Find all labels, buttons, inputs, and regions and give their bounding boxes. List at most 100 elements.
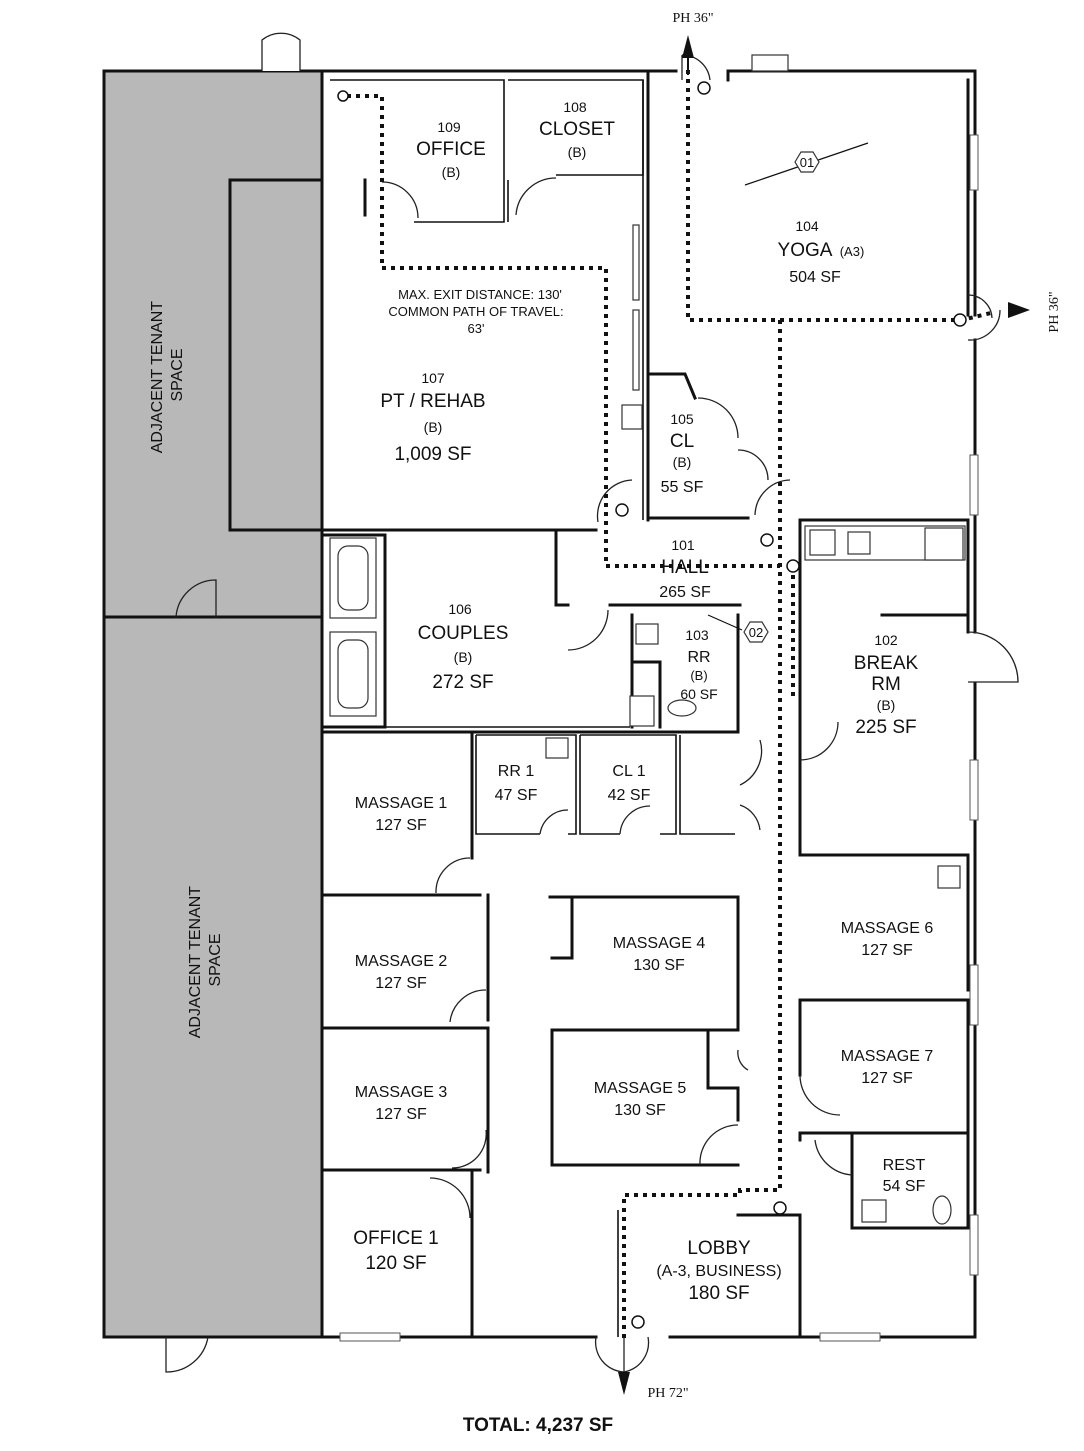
room-name: RR 1 — [498, 763, 535, 780]
room-name: MASSAGE 3 — [355, 1084, 448, 1101]
room-number: 101 — [671, 537, 695, 553]
room-name: MASSAGE 4 — [613, 935, 706, 952]
room-occupancy: (B) — [424, 419, 443, 435]
exit-right-label: PH 36" — [1047, 291, 1062, 332]
room-name: MASSAGE 5 — [594, 1080, 687, 1097]
room-name: LOBBY — [687, 1238, 751, 1259]
room-occupancy: (B) — [454, 649, 473, 665]
room-area: 265 SF — [659, 584, 711, 601]
room-number: 108 — [563, 99, 587, 115]
room-rest: REST 54 SF — [883, 1157, 926, 1195]
room-massage-6: MASSAGE 6 127 SF — [841, 920, 934, 959]
room-break-102: 102 BREAK RM (B) 225 SF — [854, 632, 919, 738]
room-massage-3: MASSAGE 3 127 SF — [355, 1084, 448, 1123]
interior-walls — [228, 69, 970, 1339]
room-number: 105 — [670, 411, 694, 427]
room-occupancy: (B) — [877, 697, 896, 713]
room-area: 54 SF — [883, 1178, 926, 1195]
room-area: 504 SF — [789, 269, 841, 286]
svg-text:ADJACENT TENANT SPACE: ADJACENT TENANT SPACE — [149, 297, 186, 453]
adjacent-doors — [165, 32, 301, 1373]
room-area: 127 SF — [375, 1106, 427, 1123]
room-area: 225 SF — [855, 717, 916, 738]
room-name-line1: BREAK — [854, 653, 919, 674]
exit-top-label: PH 36" — [672, 11, 713, 26]
room-name: CL 1 — [612, 763, 645, 780]
room-name: HALL — [661, 557, 709, 578]
room-number: 109 — [437, 119, 461, 135]
room-hall-101: 101 HALL 265 SF — [659, 537, 711, 601]
adjacent-top-line1: ADJACENT TENANT — [149, 301, 166, 454]
room-name: RR — [687, 649, 710, 666]
fixtures — [329, 224, 966, 1225]
room-name: MASSAGE 7 — [841, 1048, 934, 1065]
room-massage-7: MASSAGE 7 127 SF — [841, 1048, 934, 1087]
room-name-line2: RM — [871, 674, 901, 695]
room-area: 180 SF — [688, 1283, 749, 1304]
room-area: 272 SF — [432, 672, 493, 693]
room-cl-1: CL 1 42 SF — [608, 763, 651, 804]
adjacent-tenant-space-bottom: ADJACENT TENANT SPACE — [102, 615, 324, 1339]
room-cl-105: 105 CL (B) 55 SF — [661, 411, 704, 496]
doors — [381, 54, 1019, 1373]
room-name: REST — [883, 1157, 926, 1174]
exit-bottom-label: PH 72" — [647, 1386, 688, 1401]
room-occupancy: (B) — [673, 454, 692, 470]
room-occupancy: (A-3, BUSINESS) — [656, 1263, 781, 1280]
room-area: 130 SF — [633, 957, 685, 974]
exit-note-line3: 63' — [468, 321, 485, 336]
room-pt-rehab-107: 107 PT / REHAB (B) 1,009 SF — [380, 370, 485, 465]
exterior-walls — [320, 54, 979, 1342]
exit-note-line1: MAX. EXIT DISTANCE: 130' — [398, 287, 562, 302]
room-number: 107 — [421, 370, 445, 386]
room-name: MASSAGE 2 — [355, 953, 448, 970]
room-occupancy: (B) — [690, 668, 707, 683]
room-name: OFFICE — [416, 139, 486, 160]
room-rr-103: 103 RR (B) 60 SF — [680, 627, 717, 702]
room-occupancy: (A3) — [840, 244, 865, 259]
room-occupancy: (B) — [568, 144, 587, 160]
adjacent-bottom-line1: ADJACENT TENANT — [187, 886, 204, 1039]
exit-note-line2: COMMON PATH OF TRAVEL: — [388, 304, 563, 319]
elevation-tag-02: 02 — [707, 614, 769, 643]
adjacent-bottom-line2: SPACE — [207, 933, 224, 986]
room-number: 106 — [448, 601, 472, 617]
room-name: YOGA — [778, 240, 833, 261]
tag-02-label: 02 — [749, 625, 763, 640]
room-name: CL — [670, 431, 694, 452]
elevation-tag-01: 01 — [744, 142, 869, 186]
room-area: 127 SF — [861, 1070, 913, 1087]
room-area: 60 SF — [680, 686, 717, 702]
room-area: 1,009 SF — [394, 444, 471, 465]
egress-path — [337, 35, 1030, 1395]
room-occupancy: (B) — [442, 164, 461, 180]
adjacent-top-line2: SPACE — [169, 348, 186, 401]
tag-01-label: 01 — [800, 155, 814, 170]
room-yoga-104: 104 YOGA (A3) 504 SF — [778, 218, 865, 286]
svg-text:ADJACENT TENANT SPACE: ADJACENT TENANT SPACE — [187, 882, 224, 1038]
room-massage-5: MASSAGE 5 130 SF — [594, 1080, 687, 1119]
room-name: MASSAGE 6 — [841, 920, 934, 937]
room-couples-106: 106 COUPLES (B) 272 SF — [418, 601, 509, 693]
room-massage-4: MASSAGE 4 130 SF — [613, 935, 706, 974]
room-name: MASSAGE 1 — [355, 795, 448, 812]
room-area: 127 SF — [861, 942, 913, 959]
room-office-109: 109 OFFICE (B) — [416, 119, 486, 180]
room-name: CLOSET — [539, 119, 615, 140]
room-lobby: LOBBY (A-3, BUSINESS) 180 SF — [656, 1238, 781, 1304]
room-massage-1: MASSAGE 1 127 SF — [355, 795, 448, 834]
room-area: 42 SF — [608, 787, 651, 804]
room-massage-2: MASSAGE 2 127 SF — [355, 953, 448, 992]
room-name: PT / REHAB — [380, 391, 485, 412]
room-area: 130 SF — [614, 1102, 666, 1119]
room-area: 127 SF — [375, 817, 427, 834]
total-area: TOTAL: 4,237 SF — [463, 1415, 613, 1436]
room-closet-108: 108 CLOSET (B) — [539, 99, 615, 160]
room-number: 102 — [874, 632, 898, 648]
room-office-1: OFFICE 1 120 SF — [353, 1228, 439, 1274]
room-area: 47 SF — [495, 787, 538, 804]
room-rr-1: RR 1 47 SF — [495, 763, 538, 804]
room-name: OFFICE 1 — [353, 1228, 439, 1249]
adjacent-tenant-space-top: ADJACENT TENANT SPACE — [102, 69, 324, 619]
